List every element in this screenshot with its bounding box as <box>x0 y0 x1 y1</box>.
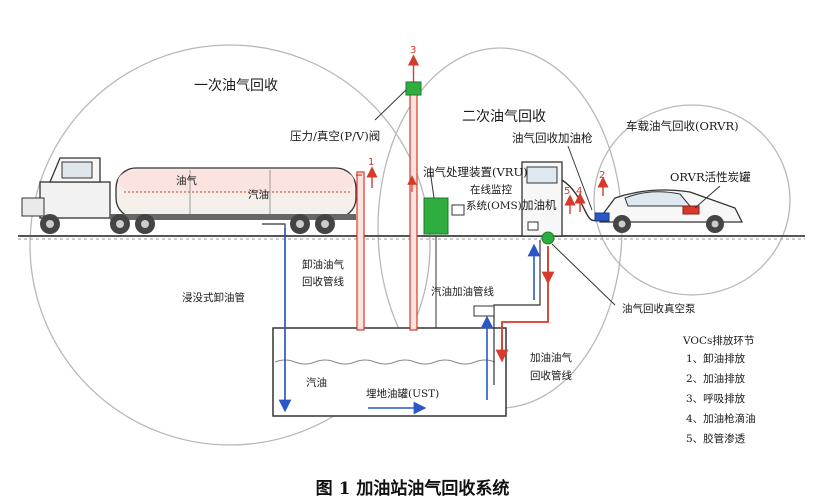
voc-legend-item-4: 4、加油枪滴油 <box>686 412 756 425</box>
voc-legend-item-2: 2、加油排放 <box>686 372 746 385</box>
gasoline-fill-line-label: 汽油加油管线 <box>431 285 494 298</box>
secondary-zone-label: 二次油气回收 <box>462 109 546 125</box>
unload-return-label-line1: 卸油油气 <box>302 258 344 271</box>
primary-zone-circle <box>29 44 431 446</box>
pv-valve-leader <box>374 89 407 121</box>
emission-marker-5: 5 <box>564 186 570 197</box>
voc-legend-item-1: 1、卸油排放 <box>686 352 746 365</box>
oms-label-line2: 系统(OMS) <box>466 199 522 212</box>
dispenser-label: 加油机 <box>522 198 557 212</box>
pv-valve-label: 压力/真空(P/V)阀 <box>290 129 380 143</box>
ust-label: 埋地油罐(UST) <box>366 387 439 400</box>
vent-pipe <box>407 54 420 331</box>
unload-vapor-return-line <box>356 171 365 331</box>
refuel-return-label-line2: 回收管线 <box>530 369 572 382</box>
pv-valve-icon <box>405 81 422 96</box>
car <box>599 189 744 233</box>
voc-legend: VOCs排放环节 1、卸油排放 2、加油排放 3、呼吸排放 4、加油枪滴油 5、… <box>682 334 756 445</box>
emission-marker-4: 4 <box>576 186 582 197</box>
gasoline-fill-line <box>473 240 541 400</box>
submerged-pipe-label: 浸没式卸油管 <box>182 291 245 304</box>
truck-gasoline-label: 汽油 <box>248 188 269 201</box>
vru-leader <box>429 169 435 199</box>
primary-zone-label: 一次油气回收 <box>194 78 278 94</box>
refuel-return-label-line1: 加油油气 <box>530 351 572 364</box>
emission-marker-1: 1 <box>368 157 374 168</box>
dispenser <box>521 161 563 237</box>
emission-marker-2: 2 <box>599 170 605 181</box>
oms-unit <box>451 204 465 216</box>
truck-vapor-label: 油气 <box>176 174 197 187</box>
voc-legend-title: VOCs排放环节 <box>682 334 754 347</box>
orvr-zone-label: 车载油气回收(ORVR) <box>626 119 739 133</box>
orvr-canister-icon <box>682 205 700 215</box>
vacuum-pump-label: 油气回收真空泵 <box>622 302 696 315</box>
refuel-vapor-return-line <box>495 246 555 363</box>
vacuum-pump-leader <box>551 243 616 306</box>
orvr-zone-circle <box>593 104 791 296</box>
vru-label: 油气处理装置(VRU) <box>423 165 528 179</box>
voc-legend-item-3: 3、呼吸排放 <box>686 392 746 405</box>
dispenser-hose <box>561 179 597 222</box>
submerged-unload-pipe <box>262 223 292 413</box>
tanker-truck <box>21 157 357 234</box>
orvr-canister-leader <box>694 185 721 209</box>
orvr-canister-label: ORVR活性炭罐 <box>670 170 751 184</box>
car-fuel-tank <box>594 212 610 222</box>
emission-marker-3: 3 <box>410 45 416 56</box>
vapor-nozzle-label: 油气回收加油枪 <box>512 131 593 145</box>
unload-return-label-line2: 回收管线 <box>302 275 344 288</box>
vapor-nozzle-leader <box>567 145 593 211</box>
oms-label-line1: 在线监控 <box>470 183 512 196</box>
underground-storage-tank <box>272 327 507 417</box>
vru-unit <box>423 197 449 235</box>
vacuum-pump-icon <box>541 231 555 245</box>
voc-legend-item-5: 5、胶管渗透 <box>686 432 746 445</box>
tank-gasoline-label: 汽油 <box>306 376 327 389</box>
figure-caption: 图 1 加油站油气回收系统 <box>315 479 510 499</box>
